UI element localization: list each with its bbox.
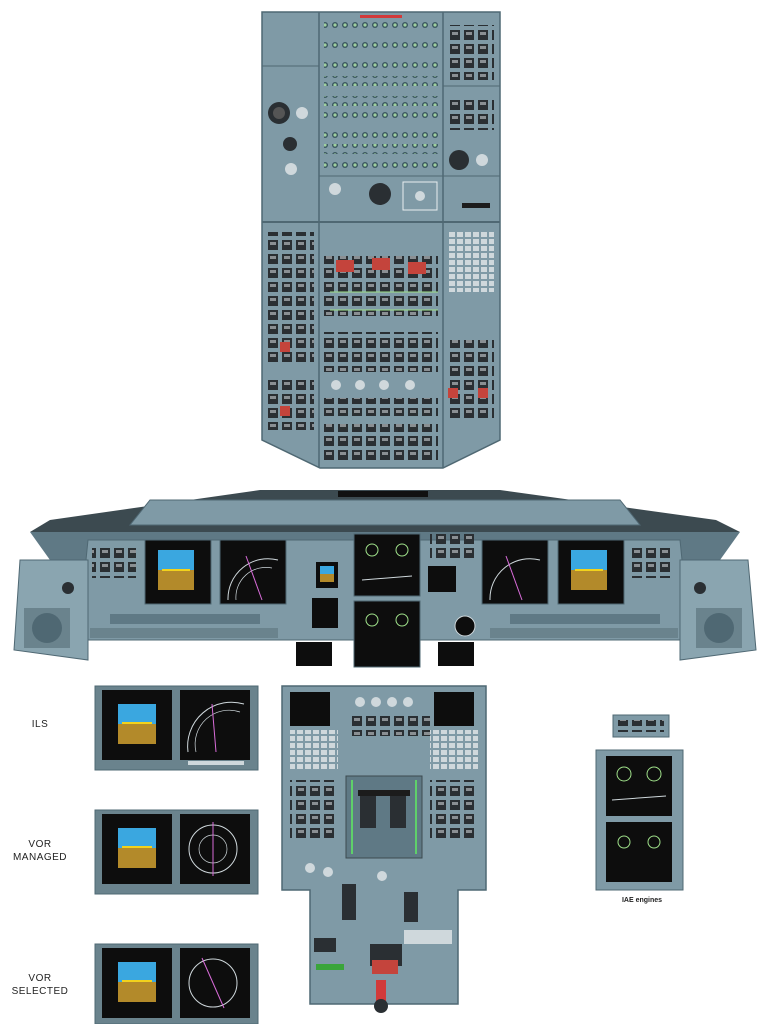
main-instrument-panel — [13, 490, 757, 668]
center-pedestal — [281, 685, 487, 1013]
iae-engines-inset — [595, 714, 684, 891]
vor-managed-display-inset — [94, 809, 259, 895]
vor-selected-display-inset — [94, 943, 259, 1024]
vor-managed-label: VOR MANAGED — [12, 839, 68, 863]
ils-label: ILS — [31, 719, 49, 730]
vor-selected-label: VOR SELECTED — [11, 973, 69, 997]
overhead-panel — [261, 11, 501, 469]
iae-engines-label: IAE engines — [621, 897, 663, 904]
ils-display-inset — [94, 685, 259, 771]
